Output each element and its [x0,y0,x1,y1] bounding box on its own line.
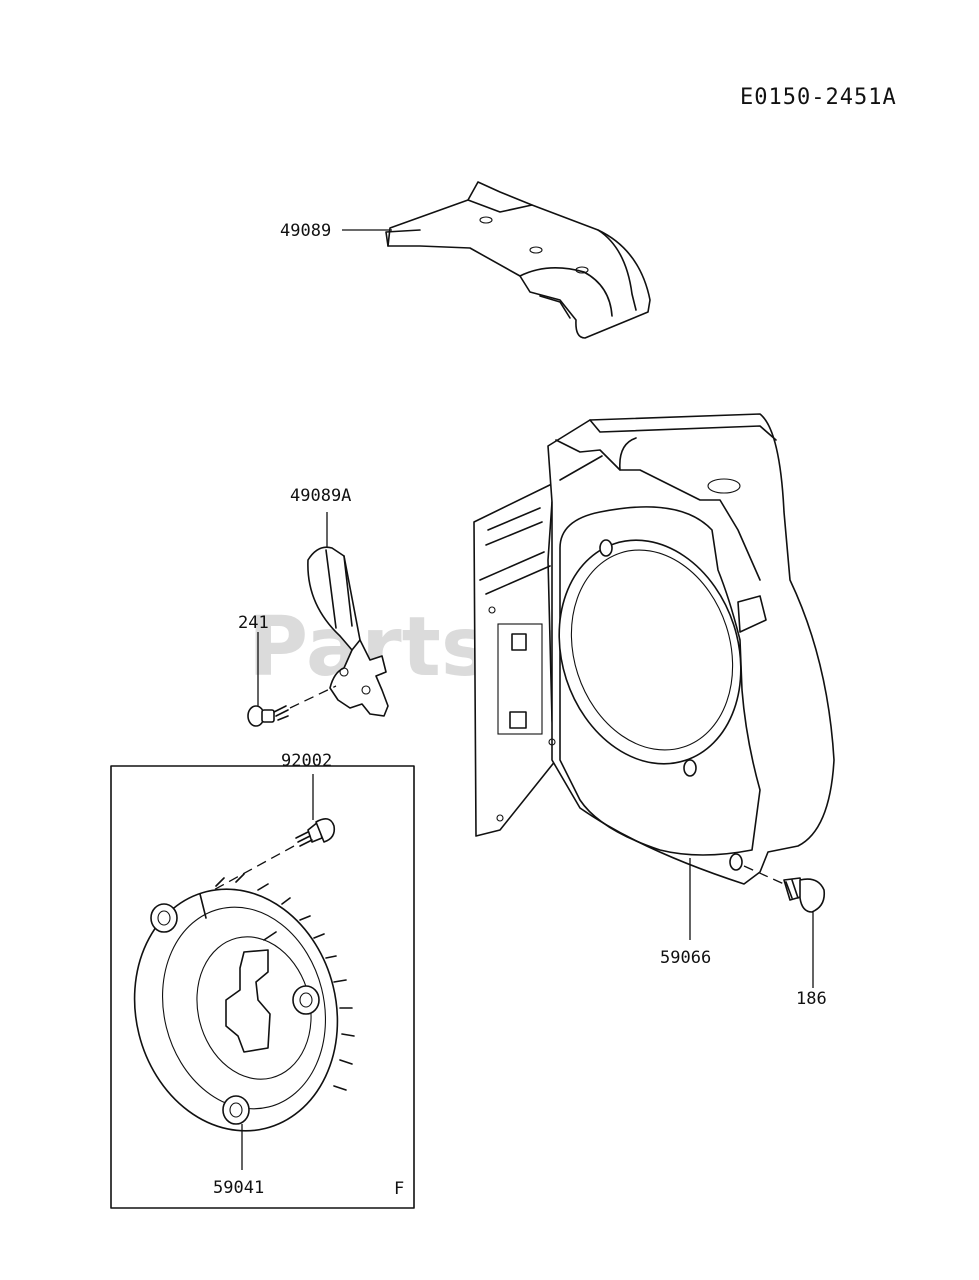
part-92002-screw[interactable] [209,818,336,893]
diagram-code: E0150-2451A [740,85,897,110]
part-49089-cover-plate[interactable] [385,181,651,339]
part-number-59041: 59041 [213,1178,264,1198]
label-241: 241 [238,613,269,706]
part-number-49089A: 49089A [290,486,351,506]
part-number-186: 186 [796,989,827,1009]
part-241-screw[interactable] [247,685,337,727]
label-49089: 49089 [280,221,392,241]
part-number-59066: 59066 [660,948,711,968]
label-186: 186 [796,912,827,1009]
part-186-bolt[interactable] [743,865,826,913]
part-number-241: 241 [238,613,269,633]
frame-f: F [110,765,415,1209]
label-49089A: 49089A [290,486,351,548]
part-59041-cooling-fan[interactable] [109,867,362,1152]
part-49089A-bracket[interactable] [307,546,389,717]
part-59066-blower-housing[interactable] [473,413,835,885]
frame-label: F [394,1179,404,1199]
label-59066: 59066 [660,858,711,968]
label-59041: 59041 [213,1124,264,1198]
label-92002: 92002 [281,751,332,820]
part-number-49089: 49089 [280,221,331,241]
part-number-92002: 92002 [281,751,332,771]
